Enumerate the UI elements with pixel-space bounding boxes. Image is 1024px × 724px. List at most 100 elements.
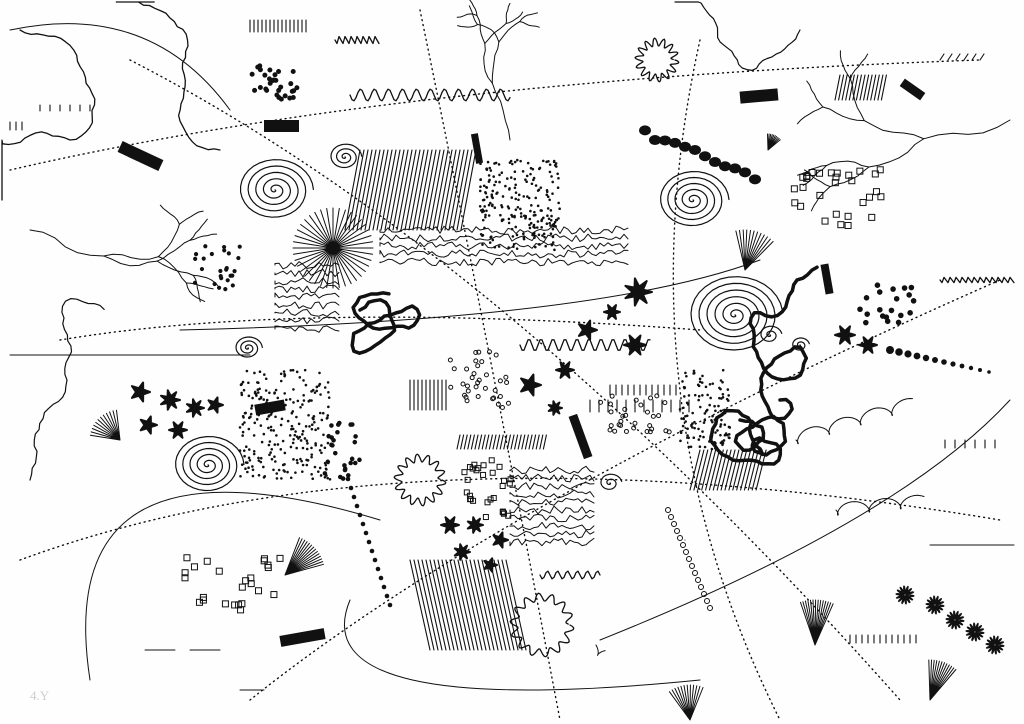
stipple <box>526 161 530 165</box>
hatch-field <box>249 19 307 33</box>
small-square <box>488 457 495 464</box>
bold-knot <box>748 265 819 421</box>
stipple <box>709 396 712 400</box>
stipple <box>253 391 257 395</box>
dot-cluster <box>225 278 230 283</box>
stipple <box>289 476 293 480</box>
stipple <box>281 463 285 467</box>
stipple <box>509 159 513 163</box>
tick-marks <box>609 384 677 396</box>
bead-chain <box>677 535 683 541</box>
dot-cluster <box>345 473 351 478</box>
stipple <box>481 233 485 237</box>
stipple <box>719 379 723 382</box>
small-square <box>844 221 852 229</box>
maze-texture <box>509 497 595 506</box>
stipple <box>557 217 560 220</box>
stipple <box>551 192 554 195</box>
stipple <box>262 476 266 479</box>
stipple <box>269 428 273 432</box>
stipple <box>682 406 685 410</box>
open-circle <box>503 374 509 380</box>
stipple <box>484 190 487 194</box>
stipple <box>529 221 533 225</box>
stipple <box>551 227 555 231</box>
stipple <box>539 186 543 189</box>
stipple <box>295 446 298 450</box>
stipple <box>698 405 702 409</box>
stipple <box>544 244 547 248</box>
bead-chain <box>369 548 375 554</box>
stipple <box>685 374 688 378</box>
twig-branch <box>159 204 180 225</box>
dot-cluster <box>901 285 908 291</box>
twig-branch <box>157 256 187 284</box>
wandering-line <box>29 298 105 481</box>
bold-knot <box>350 291 422 355</box>
maze-texture <box>274 325 340 333</box>
wavy-line <box>939 276 1015 284</box>
thin-curve <box>344 599 701 691</box>
stipple <box>305 447 309 451</box>
dot-cluster <box>329 442 334 448</box>
bead-chain <box>689 563 695 569</box>
stipple <box>494 161 498 165</box>
ink-blob <box>834 325 856 345</box>
open-circle <box>623 412 629 418</box>
stipple <box>313 391 317 394</box>
starburst <box>292 207 374 289</box>
open-circle <box>633 397 639 403</box>
stipple <box>548 221 551 225</box>
dot-cluster <box>906 292 912 298</box>
stipple <box>280 477 283 480</box>
stipple <box>548 198 551 202</box>
stipple <box>697 427 700 431</box>
open-circle <box>608 423 614 429</box>
stipple <box>310 446 313 450</box>
open-circle <box>448 384 454 390</box>
ink-dot-chain <box>922 354 930 362</box>
maze-texture <box>274 269 340 278</box>
stipple <box>532 176 536 180</box>
ink-dot-chain <box>886 346 894 354</box>
coil <box>795 398 913 445</box>
scalloped-ring <box>509 592 575 658</box>
dot-cluster <box>272 72 278 78</box>
stipple <box>283 392 286 395</box>
stipple <box>545 190 549 194</box>
small-square <box>848 177 856 185</box>
stipple <box>489 169 493 172</box>
small-square <box>264 564 272 572</box>
stipple <box>323 386 327 389</box>
small-square <box>270 591 278 599</box>
open-circle <box>479 359 485 365</box>
stipple <box>273 443 277 446</box>
stipple <box>493 183 496 187</box>
stipple <box>488 201 492 205</box>
stipple <box>533 210 536 214</box>
stipple <box>515 247 519 250</box>
stipple <box>327 396 331 399</box>
stipple <box>682 385 686 389</box>
stipple <box>498 173 501 177</box>
stipple <box>277 468 281 472</box>
ink-leaf <box>669 137 681 148</box>
tree-branch <box>810 186 831 212</box>
small-square <box>876 166 884 174</box>
small-square <box>464 476 471 483</box>
tick-marks <box>589 399 690 413</box>
small-square <box>463 489 470 496</box>
dot-cluster <box>898 312 904 319</box>
stipple <box>323 476 327 479</box>
dot-cluster <box>325 459 331 465</box>
stipple <box>700 381 704 384</box>
stipple <box>557 201 560 205</box>
maze-texture <box>274 308 340 317</box>
stipple <box>307 413 310 417</box>
small-square <box>496 463 503 470</box>
stipple <box>289 369 293 372</box>
stipple <box>530 204 533 207</box>
stipple <box>311 416 315 420</box>
bead-chain <box>671 521 677 527</box>
